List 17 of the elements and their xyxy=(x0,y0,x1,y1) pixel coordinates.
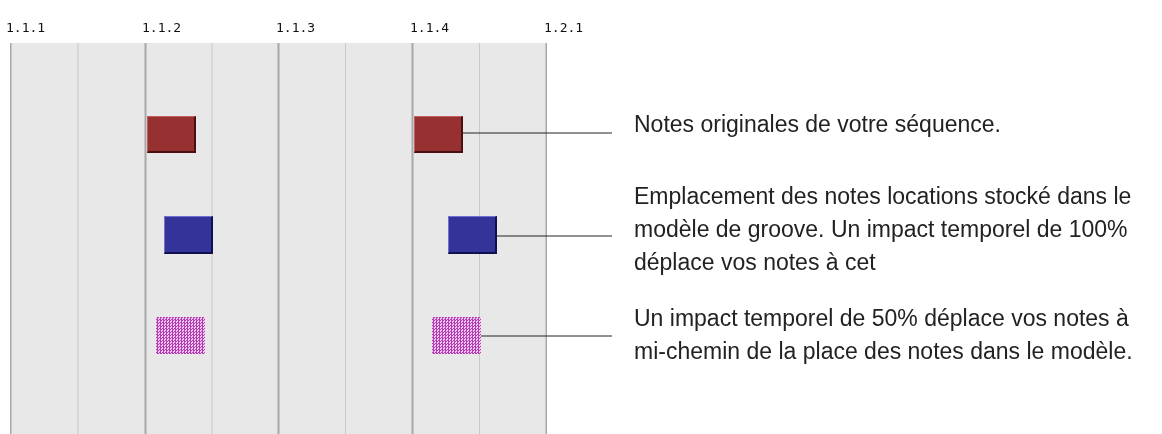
note-block xyxy=(448,216,497,254)
note-block xyxy=(414,116,463,153)
ruler-label: 1.1.1 xyxy=(6,20,46,35)
callout-text: Un impact temporel de 50% déplace vos notes à mi-chemin de la place des notes dans le modèle. xyxy=(634,302,1161,368)
note-block xyxy=(147,116,196,153)
ruler-label: 1.1.4 xyxy=(410,20,450,35)
callout-text: Notes originales de votre séquence. xyxy=(634,108,1134,141)
ruler-label: 1.2.1 xyxy=(544,20,584,35)
callout-text: Emplacement des notes locations stocké dans le modèle de groove. Un impact temporel de 100% déplace vos notes à cet xyxy=(634,180,1161,279)
note-block xyxy=(164,216,213,254)
note-block xyxy=(432,317,481,354)
leader-line xyxy=(496,235,613,237)
note-block xyxy=(156,317,205,354)
ruler-label: 1.1.3 xyxy=(276,20,316,35)
leader-line xyxy=(462,132,613,134)
leader-line xyxy=(480,335,613,337)
ruler-label: 1.1.2 xyxy=(142,20,182,35)
